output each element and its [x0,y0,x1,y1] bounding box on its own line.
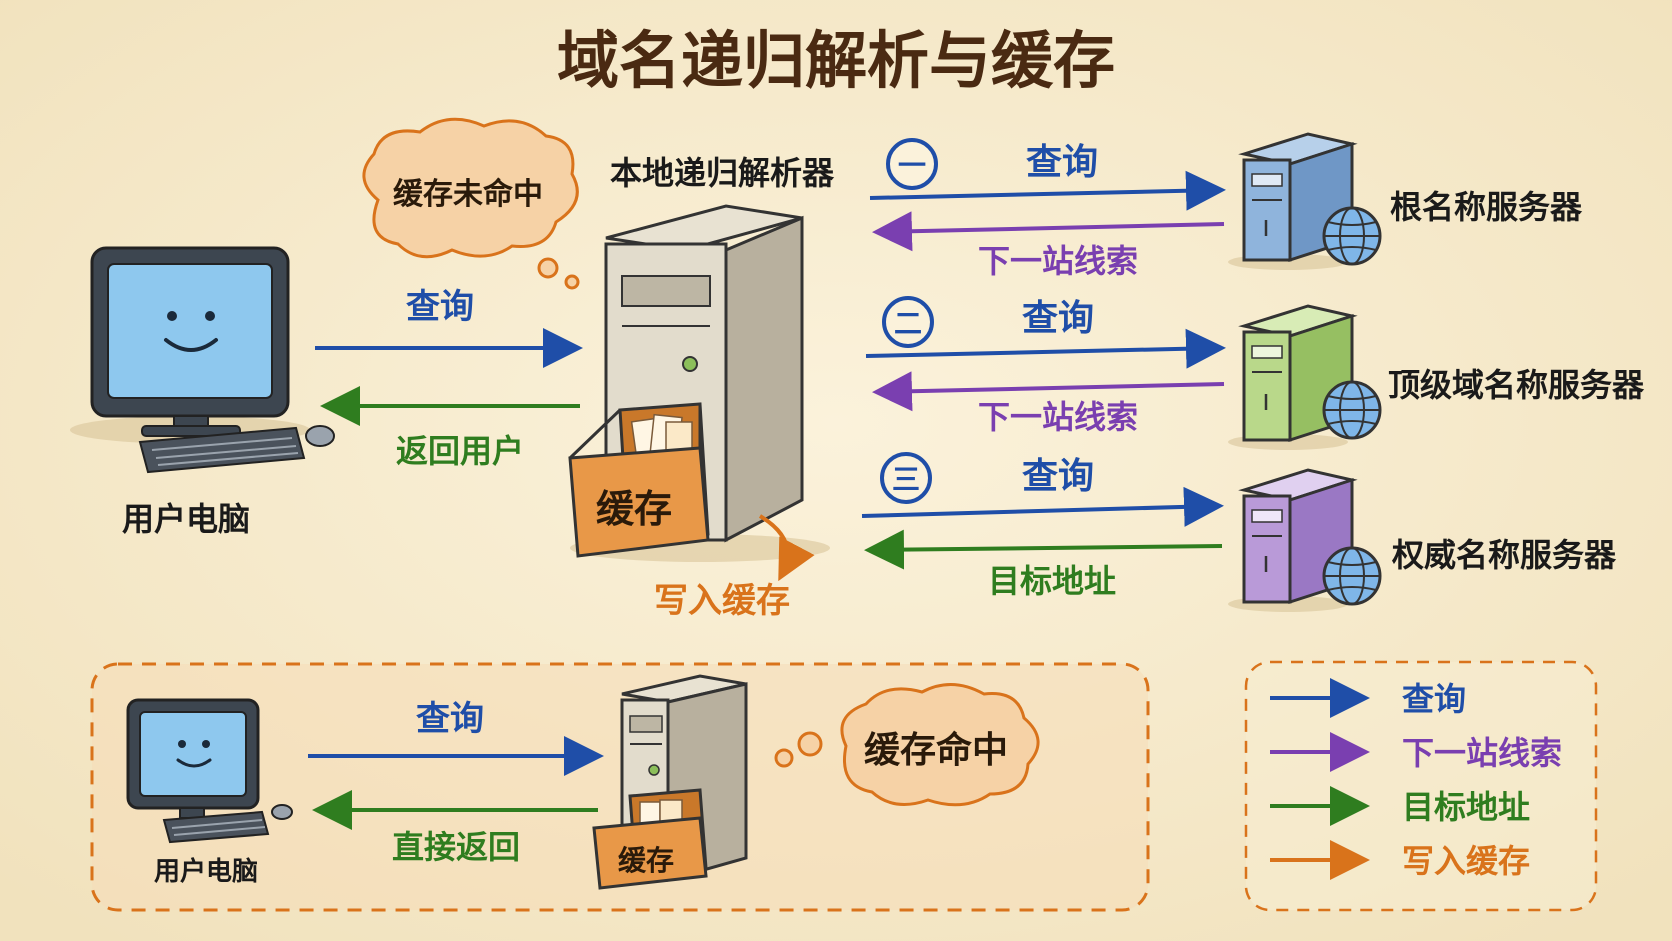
hit-user-computer [126,698,293,844]
step-2-badge [882,296,934,348]
hit-cache-label: 缓存 [618,844,674,877]
step-3-reply-arrow [864,529,1223,570]
hit-query-label: 查询 [416,699,484,739]
auth-globe-icon [1322,546,1382,606]
cache-drawer-label: 缓存 [596,487,672,531]
user-query-label: 查询 [406,287,474,327]
step-3-badge [880,452,932,504]
user-computer-label: 用户电脑 [122,500,250,538]
root-globe-icon [1322,206,1382,266]
tld-server [1228,304,1358,450]
write-cache-arrow [758,514,815,582]
step-2-reply-arrow [872,371,1225,412]
cache-hit-text: 缓存命中 [864,729,1008,771]
step-1-reply-arrow [872,211,1225,252]
step-1-query-arrow [869,170,1226,211]
step-2-query-label: 查询 [1022,298,1094,339]
legend-query-label: 查询 [1402,680,1466,718]
step-2-number: 二 [894,307,922,340]
step-3-query-arrow [861,486,1224,527]
step-1-number: 一 [898,149,926,182]
cache-drawer [568,402,710,558]
step-3-query-label: 查询 [1022,456,1094,497]
step-1-reply-label: 下一站线索 [978,242,1138,280]
legend-cache-label: 写入缓存 [1402,842,1530,880]
tld-globe-icon [1322,380,1382,440]
hit-cache-drawer [592,788,708,890]
write-cache-label: 写入缓存 [654,581,790,621]
tld-server-label: 顶级域名称服务器 [1388,366,1645,404]
cache-hit-cloud [774,682,1040,807]
user-computer [70,246,335,474]
hit-user-label: 用户电脑 [154,856,258,887]
step-2-query-arrow [865,328,1226,369]
legend-address-label: 目标地址 [1402,788,1530,826]
step-3-reply-label: 目标地址 [988,562,1116,600]
auth-server-label: 权威名称服务器 [1391,536,1617,574]
cache-miss-cloud [362,117,580,290]
step-1-query-label: 查询 [1026,142,1098,183]
page-title: 域名递归解析与缓存 [557,24,1115,97]
cache-miss-text: 缓存未命中 [393,177,543,212]
legend-clue-label: 下一站线索 [1402,734,1562,772]
root-server-label: 根名称服务器 [1390,188,1583,226]
return-user-label: 返回用户 [396,432,524,470]
step-1-badge [886,138,938,190]
resolver-label: 本地递归解析器 [610,154,835,192]
step-3-number: 三 [892,463,920,496]
hit-return-label: 直接返回 [392,828,520,866]
step-2-reply-label: 下一站线索 [978,398,1138,436]
